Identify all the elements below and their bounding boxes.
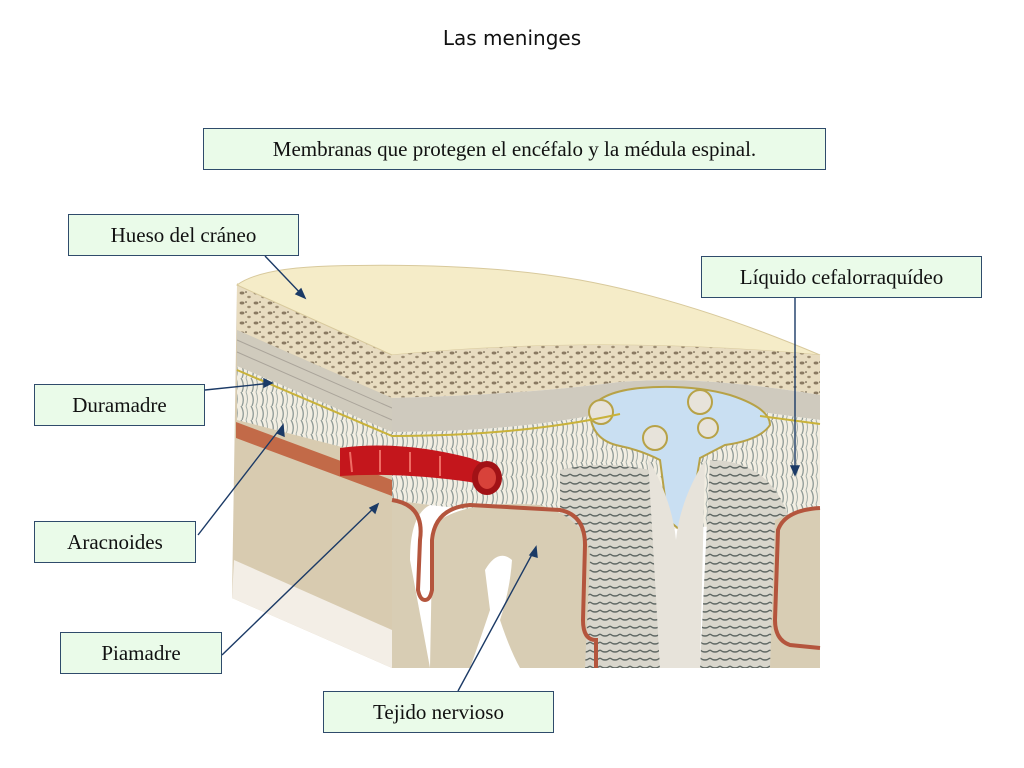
label-arachnoid: Aracnoides xyxy=(34,521,196,563)
label-skull-bone: Hueso del cráneo xyxy=(68,214,299,256)
pia-line xyxy=(391,498,598,668)
leader-arachnoid xyxy=(197,424,284,536)
label-nerve-tissue: Tejido nervioso xyxy=(323,691,554,733)
label-pia-mater: Piamadre xyxy=(60,632,222,674)
leader-dura xyxy=(204,382,273,391)
white-process xyxy=(470,555,520,668)
pia-line-right xyxy=(772,506,821,650)
label-csf: Líquido cefalorraquídeo xyxy=(701,256,982,298)
leader-nerve xyxy=(457,546,537,692)
skull-spongy-bone xyxy=(392,345,820,398)
subtitle-box: Membranas que protegen el encéfalo y la … xyxy=(203,128,826,170)
white-matter xyxy=(560,460,790,668)
label-dura-mater: Duramadre xyxy=(34,384,205,426)
block-left-face xyxy=(232,283,393,668)
dura-line xyxy=(236,369,821,438)
arachnoid-granulations xyxy=(588,389,719,451)
leader-pia xyxy=(221,503,379,656)
csf-cavity xyxy=(588,385,772,532)
blood-vessel xyxy=(340,445,502,495)
page-title: Las meninges xyxy=(442,26,582,50)
